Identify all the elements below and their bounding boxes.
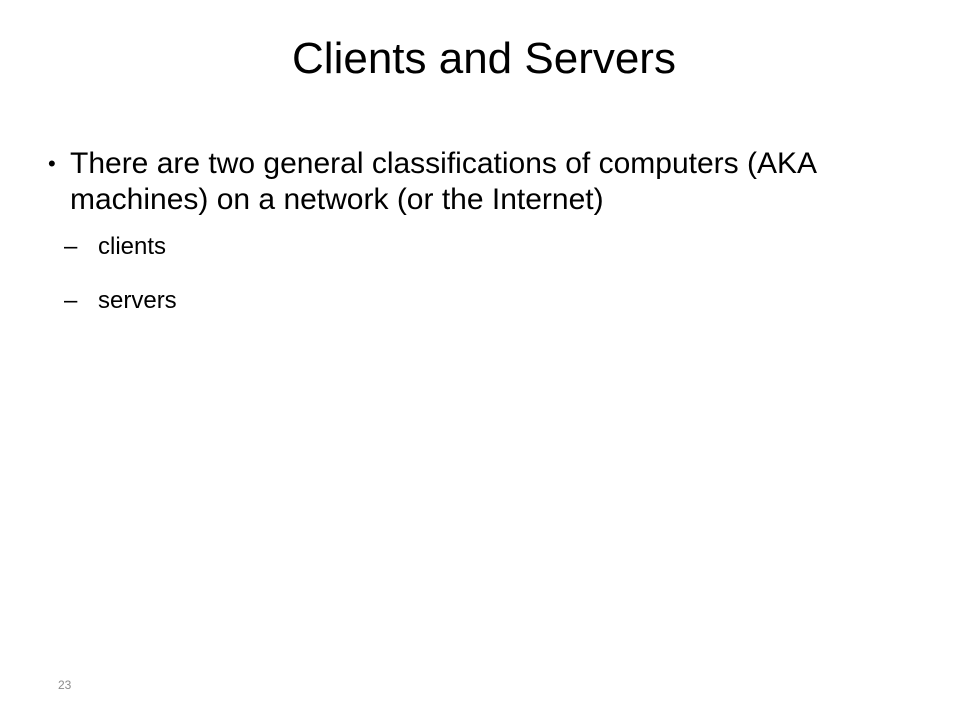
sub-list: – clients – servers	[48, 232, 912, 316]
sub-item-servers: – servers	[48, 286, 912, 316]
slide-body: • There are two general classifications …	[48, 146, 912, 340]
sub-item-text: clients	[98, 233, 167, 260]
bullet-text: There are two general classifications of…	[70, 147, 816, 216]
bullet-mark: •	[48, 151, 56, 176]
dash-mark: –	[64, 287, 78, 314]
dash-mark: –	[64, 233, 78, 260]
sub-item-clients: – clients	[48, 232, 912, 262]
bullet-item: • There are two general classifications …	[48, 146, 912, 218]
slide-title: Clients and Servers	[292, 34, 676, 83]
page-number: 23	[58, 678, 72, 692]
sub-item-text: servers	[98, 287, 177, 314]
